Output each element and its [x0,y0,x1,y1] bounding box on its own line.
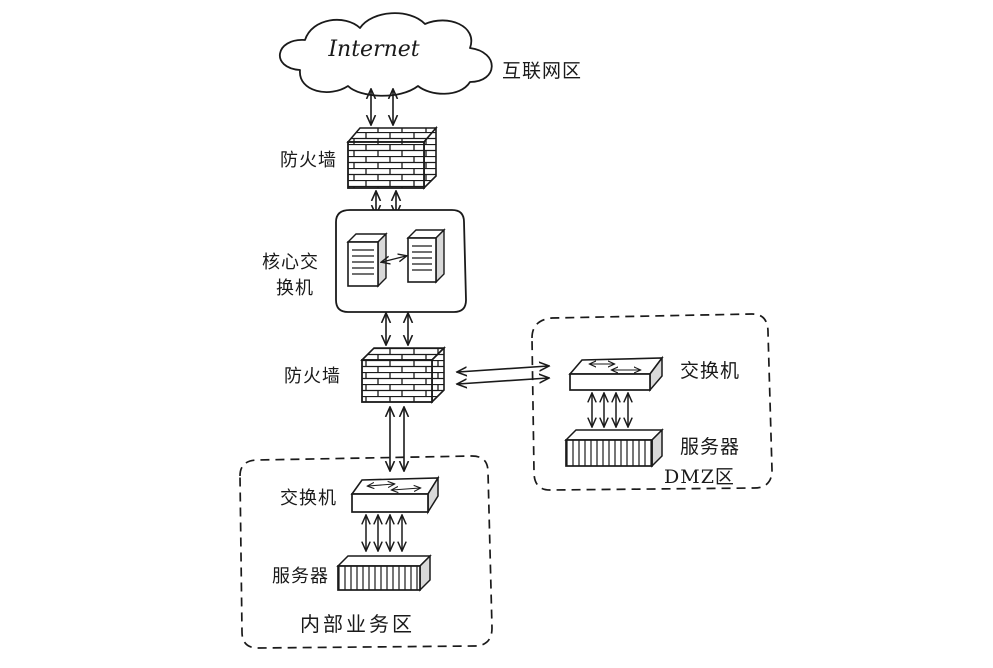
firewall-top-label: 防火墙 [280,150,337,173]
internal-switch-label: 交换机 [280,488,337,511]
core-switch-label-line1: 核心交 [262,252,319,275]
dmz-server-label: 服务器 [680,436,740,460]
internal-zone-label: 内部业务区 [300,612,415,637]
dmz-zone-label: DMZ区 [664,466,735,490]
firewall-mid-label: 防火墙 [284,366,341,389]
dmz-switch-icon [570,358,662,390]
dmz-server-icon [566,430,662,466]
link-dmz-switch-server [592,394,628,426]
firewall-top-icon [348,128,436,188]
link-core-firewall [386,314,408,344]
link-internal-switch-server [366,516,402,550]
internet-zone-label: 互联网区 [502,60,582,84]
internet-label: Internet [327,37,419,62]
internal-server-icon [338,556,430,590]
internal-server-label: 服务器 [272,566,329,589]
link-firewall-internal [390,408,404,470]
link-firewall-dmz [458,366,548,384]
internal-switch-icon [352,478,438,512]
dmz-switch-label: 交换机 [680,360,740,384]
core-switch-icon [336,210,466,312]
core-switch-label-line2: 换机 [276,278,314,301]
firewall-mid-icon [362,348,444,402]
